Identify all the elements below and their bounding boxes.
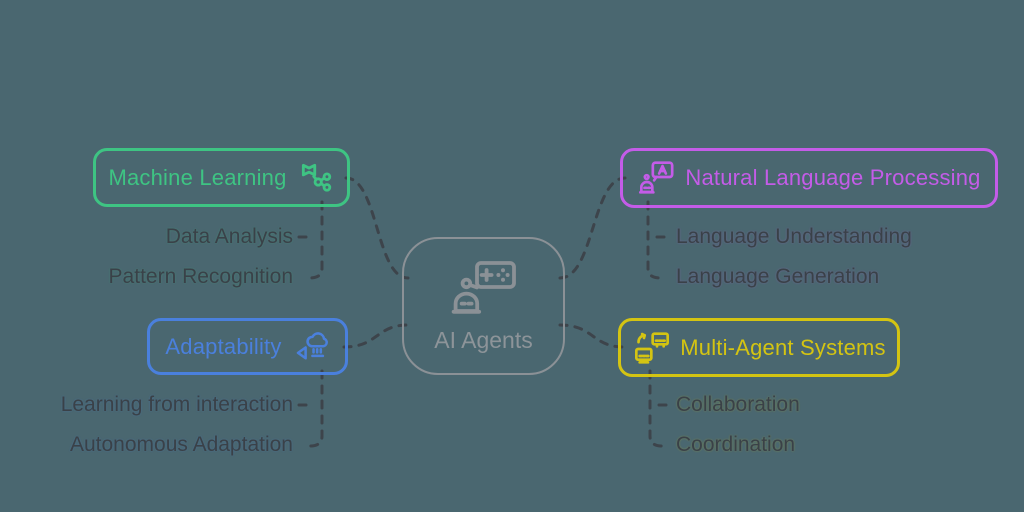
- child-pattern-recognition: Pattern Recognition: [108, 265, 293, 288]
- child-language-generation: Language Generation: [676, 265, 880, 288]
- node-multi-agent-systems: Multi-Agent Systems: [618, 318, 900, 377]
- book-network-icon: [297, 159, 335, 197]
- node-ai-agents-center: AI Agents: [402, 237, 565, 375]
- devices-sync-icon: [632, 328, 672, 368]
- node-machine-learning: Machine Learning: [93, 148, 350, 207]
- edge-multiagent-children: [648, 369, 664, 448]
- edge-ml-to-center: [344, 176, 410, 280]
- child-data-analysis: Data Analysis: [165, 225, 293, 248]
- ai-agents-label: AI Agents: [434, 326, 533, 353]
- edge-center-to-nlp: [558, 176, 627, 280]
- edge-center-to-multiagent: [558, 323, 626, 349]
- machine-learning-label: Machine Learning: [108, 164, 287, 190]
- edge-nlp-children: [646, 200, 662, 280]
- node-nlp: Natural Language Processing: [620, 148, 998, 208]
- robot-translate-chat-icon: [637, 158, 677, 198]
- robot-controller-icon: [450, 259, 518, 323]
- child-collaboration: Collaboration: [676, 393, 800, 416]
- multi-agent-systems-label: Multi-Agent Systems: [680, 334, 886, 360]
- child-language-understanding: Language Understanding: [676, 225, 912, 248]
- edge-adaptability-children: [308, 369, 324, 448]
- pointer-rain-cloud-icon: [292, 328, 330, 366]
- child-learning-from-interaction: Learning from interaction: [60, 393, 293, 416]
- child-coordination: Coordination: [676, 433, 796, 456]
- node-adaptability: Adaptability: [147, 318, 348, 375]
- edge-adaptability-to-center: [342, 323, 410, 349]
- child-autonomous-adaptation: Autonomous Adaptation: [69, 433, 293, 456]
- edge-ml-children: [308, 200, 324, 280]
- adaptability-label: Adaptability: [165, 333, 282, 359]
- nlp-label: Natural Language Processing: [685, 165, 981, 190]
